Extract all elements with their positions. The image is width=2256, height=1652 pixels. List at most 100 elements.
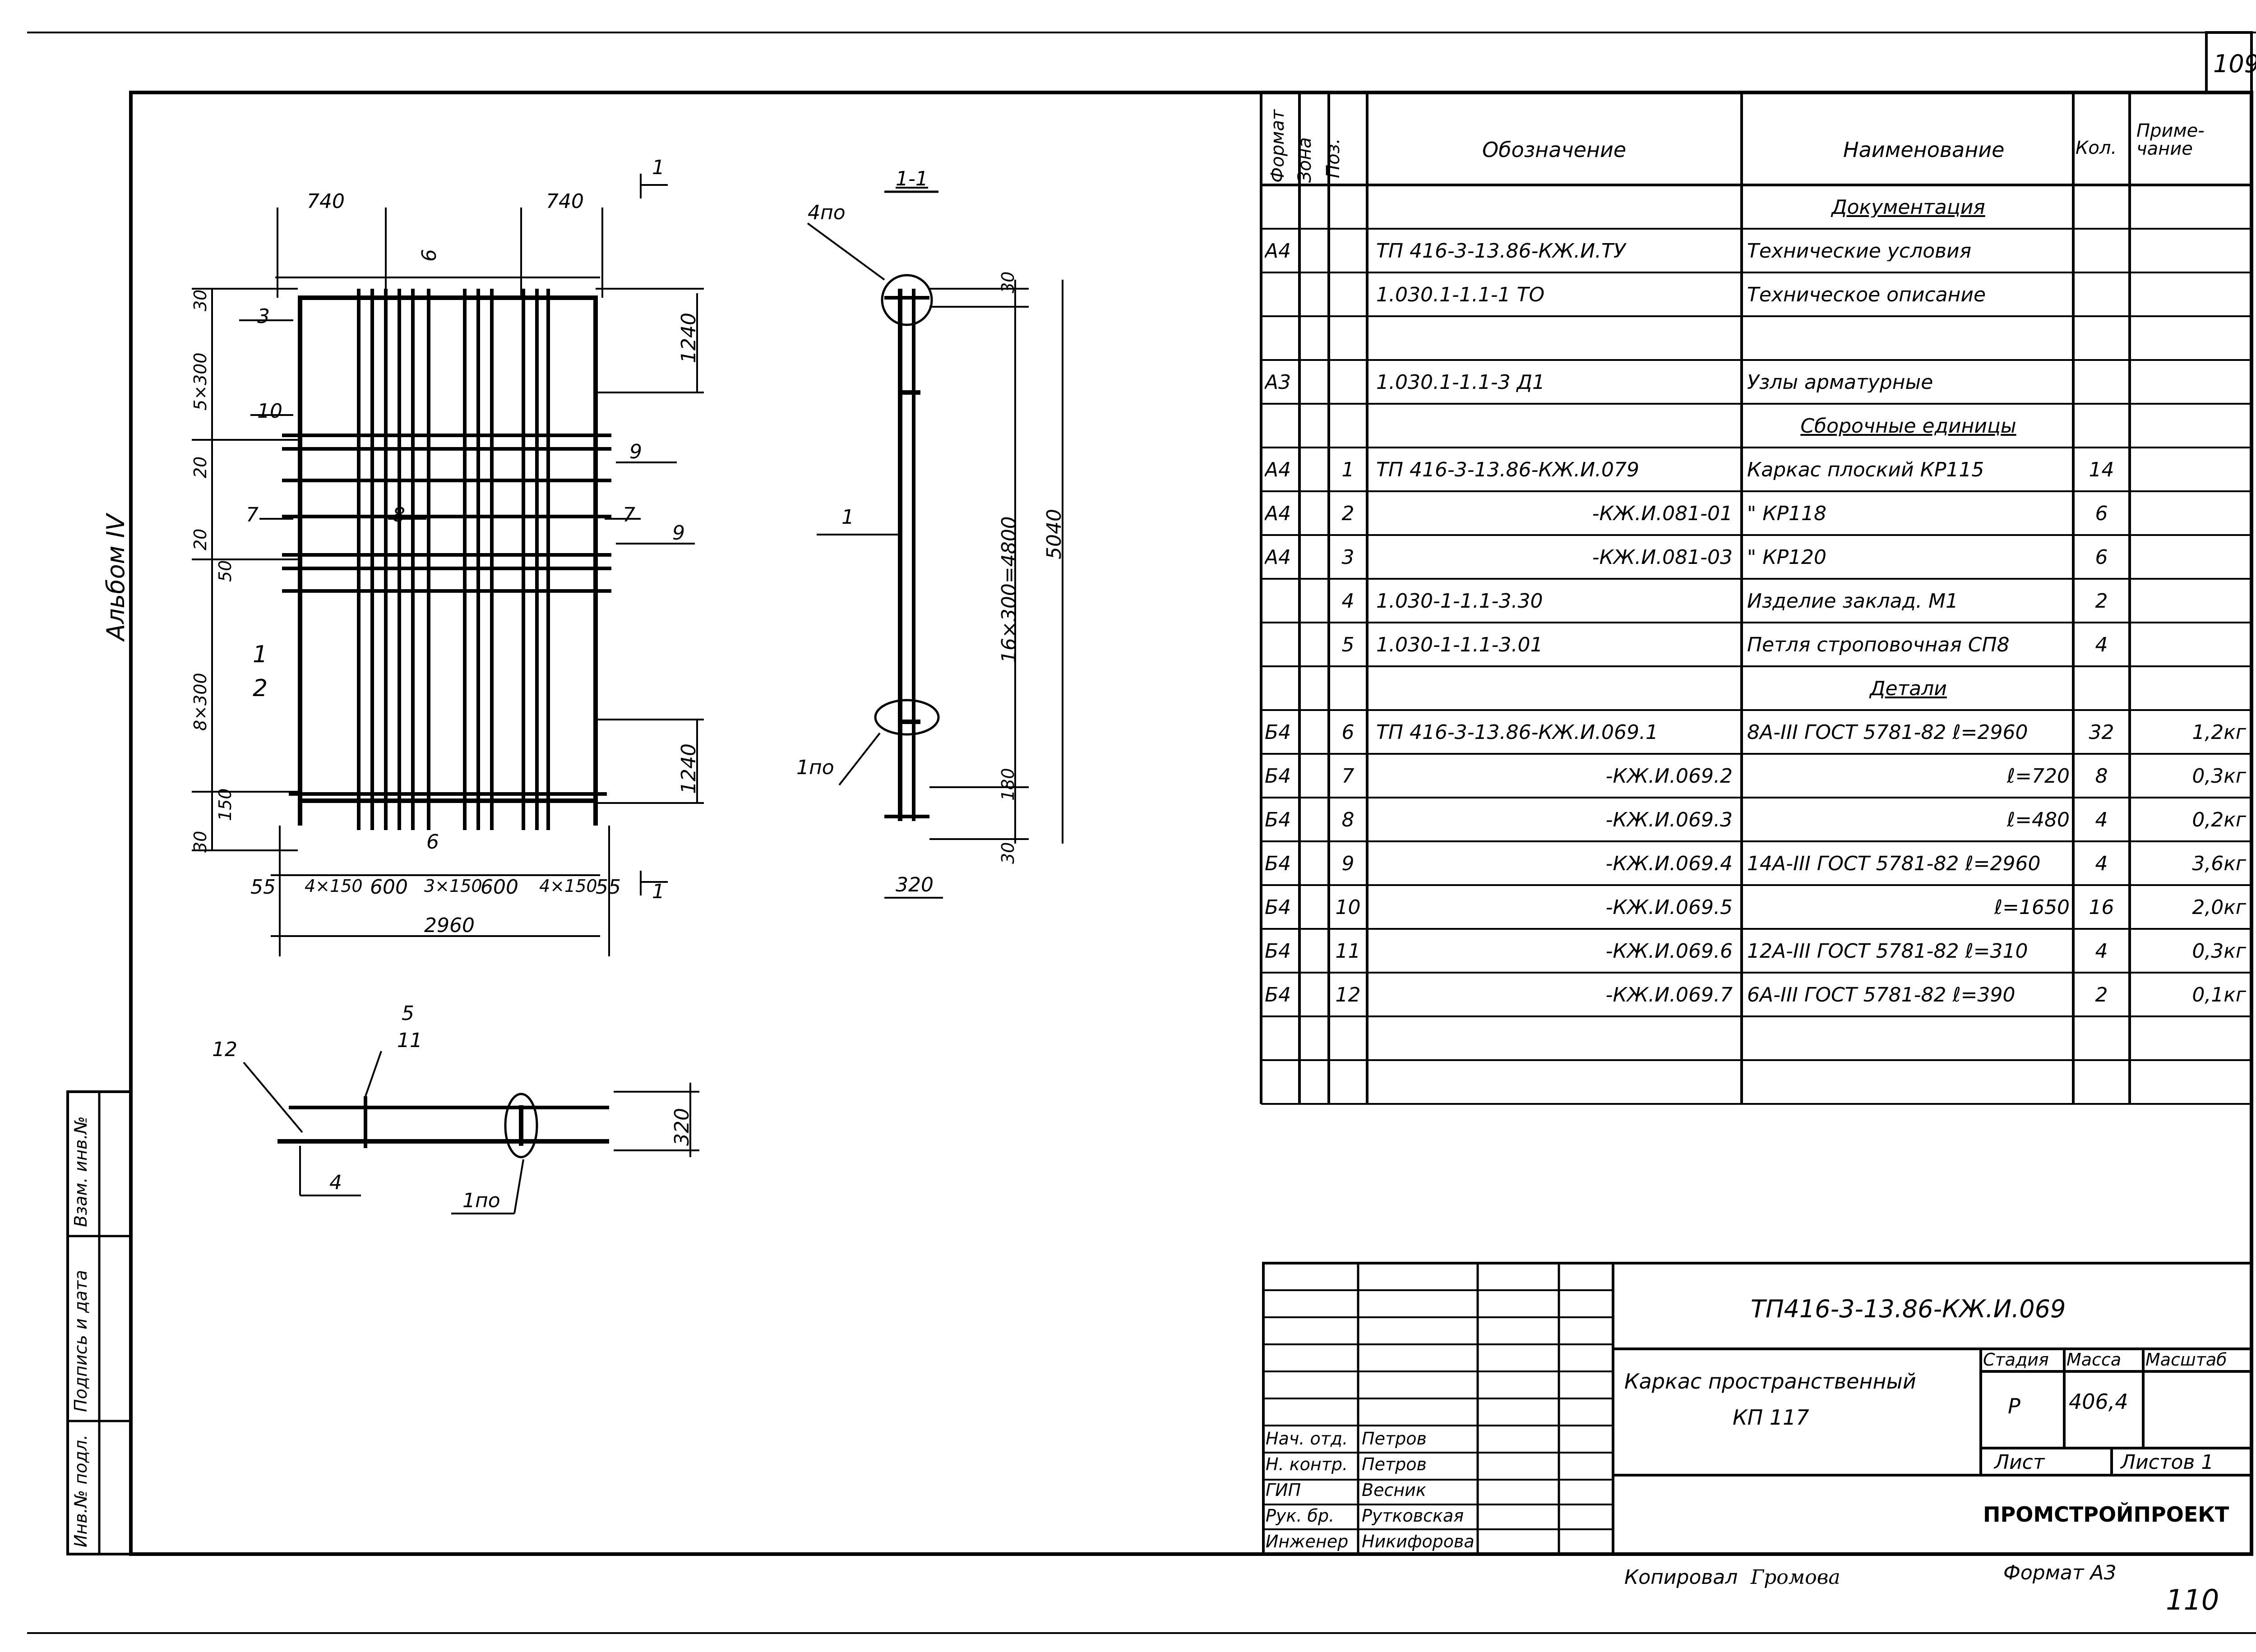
cell-qty: 4 [2095,941,2108,961]
cell-pos: 8 [1341,810,1355,830]
cell-note: 1,2кг [2192,723,2246,743]
cell-pos: 10 [1335,898,1361,918]
dim-pos-6-bottom: 6 [426,831,439,854]
cell-qty: 4 [2095,810,2108,830]
cell-name: Сборочные единицы [1800,416,2016,436]
cell-pos: 2 [1341,504,1355,524]
cell-pos: 3 [1341,548,1355,568]
scale-label: Масштаб [2145,1350,2227,1370]
cell-format: Б4 [1265,723,1291,743]
pos-3: 3 [257,305,270,328]
cell-qty: 16 [2089,898,2114,918]
loop-detail [504,1093,538,1158]
cell-name: ℓ=720 [2006,766,2070,786]
dim-pos-6-top: 6 [418,249,441,262]
dim-left-8x300: 8×300 [190,673,210,731]
cell-note: 0,3кг [2192,766,2246,786]
mass-label: Масса [2066,1350,2122,1370]
cell-format: А4 [1265,504,1291,524]
header-pos: Поз. [1323,138,1344,178]
cell-qty: 4 [2095,635,2108,655]
sheet-number-bottom: 110 [2166,1583,2219,1616]
dim-left-5x300: 5×300 [190,352,210,411]
cell-format: Б4 [1265,766,1291,786]
dim-right-1240-top: 1240 [677,313,700,363]
pos-1: 1 [253,641,268,668]
section-dim-320: 320 [896,873,934,896]
cell-qty: 6 [2095,548,2108,568]
mass-value: 406,4 [2069,1389,2128,1414]
detail-label-1po: 1по [462,1189,500,1212]
sheet-label: Лист [1994,1451,2045,1474]
dim-740-right: 740 [546,190,584,213]
section-dim-30-top: 30 [998,271,1018,293]
dim-left-150: 150 [215,788,235,821]
cell-format: Б4 [1265,854,1291,874]
cell-format: Б4 [1265,941,1291,961]
detail-dim-320: 320 [670,1108,693,1146]
section-1-1 [807,190,1063,899]
dim-left-50: 50 [215,560,235,582]
cell-note: 0,1кг [2192,985,2246,1005]
header-zone: Зона [1294,137,1315,183]
pos-10: 10 [257,400,282,423]
cell-format: А4 [1265,241,1291,261]
dim-left-20a: 20 [190,456,210,478]
cell-name: Петля строповочная СП8 [1747,635,2010,655]
format-label: Формат А3 [2003,1561,2117,1584]
strip-vzam-inv: Взам. инв.№ [71,1116,91,1227]
signature-role: Нач. отд. [1266,1429,1348,1449]
doc-code: ТП416-3-13.86-КЖ.И.069 [1751,1295,2066,1323]
cell-name: Каркас плоский КР115 [1747,460,1984,480]
cell-designation: ТП 416-3-13.86-КЖ.И.069.1 [1376,723,1659,743]
cell-name: " КР120 [1747,548,1826,568]
cell-designation: 1.030.1-1.1-1 ТО [1376,285,1545,305]
pos-7-right: 7 [623,503,635,526]
spec-table-grid [1260,92,2253,1105]
cell-note: 2,0кг [2192,898,2246,918]
dim-4x150-left: 4×150 [305,876,363,896]
pos-9-right-top: 9 [629,440,642,463]
cell-pos: 1 [1341,460,1355,480]
section-dim-5040: 5040 [1043,509,1066,559]
strip-signature-date: Подпись и дата [71,1270,91,1412]
signature-name: Петров [1362,1429,1427,1449]
embedded-loop-top [881,274,933,326]
stage-value: Р [2008,1394,2020,1418]
section-mark-bottom: 1 [652,880,665,903]
cell-qty: 2 [2095,591,2108,611]
cell-qty: 6 [2095,504,2108,524]
dim-right-1240-bottom: 1240 [677,743,700,794]
cell-name: Техническое описание [1747,285,1986,305]
organization: ПРОМСТРОЙПРОЕКТ [1983,1502,2229,1527]
title-block-grid [1262,1262,2253,1555]
header-designation: Обозначение [1482,138,1627,162]
pos-9-right-bottom: 9 [672,521,685,545]
copied-label: Копировал [1624,1566,1738,1589]
signature-name: Петров [1362,1454,1427,1474]
cell-designation: -КЖ.И.081-03 [1592,548,1733,568]
signature-role: Рук. бр. [1266,1506,1335,1526]
cell-pos: 5 [1341,635,1355,655]
cell-designation: 1.030-1-1.1-3.01 [1376,635,1543,655]
cell-name: Детали [1870,679,1947,699]
cell-qty: 2 [2095,985,2108,1005]
dim-3x150: 3×150 [424,876,482,896]
dim-left-30b: 30 [190,831,210,853]
detail-view [243,1051,699,1214]
dim-55-right: 55 [596,876,621,899]
detail-label-5: 5 [402,1002,414,1025]
cell-designation: 1.030-1-1.1-3.30 [1376,591,1543,611]
cell-designation: 1.030.1-1.1-3 Д1 [1376,373,1545,392]
signature-name: Рутковская [1362,1506,1464,1526]
sheet-number-box [2205,31,2253,94]
cell-name: 6А-III ГОСТ 5781-82 ℓ=390 [1747,985,2016,1005]
cell-name: ℓ=1650 [1994,898,2070,918]
header-name: Наименование [1843,138,2005,162]
dim-2960: 2960 [424,914,475,937]
cell-name: 12А-III ГОСТ 5781-82 ℓ=310 [1747,941,2028,961]
stage-label: Стадия [1983,1350,2049,1370]
signature-role: Н. контр. [1266,1454,1348,1474]
copied-name: Громова [1751,1566,1840,1589]
